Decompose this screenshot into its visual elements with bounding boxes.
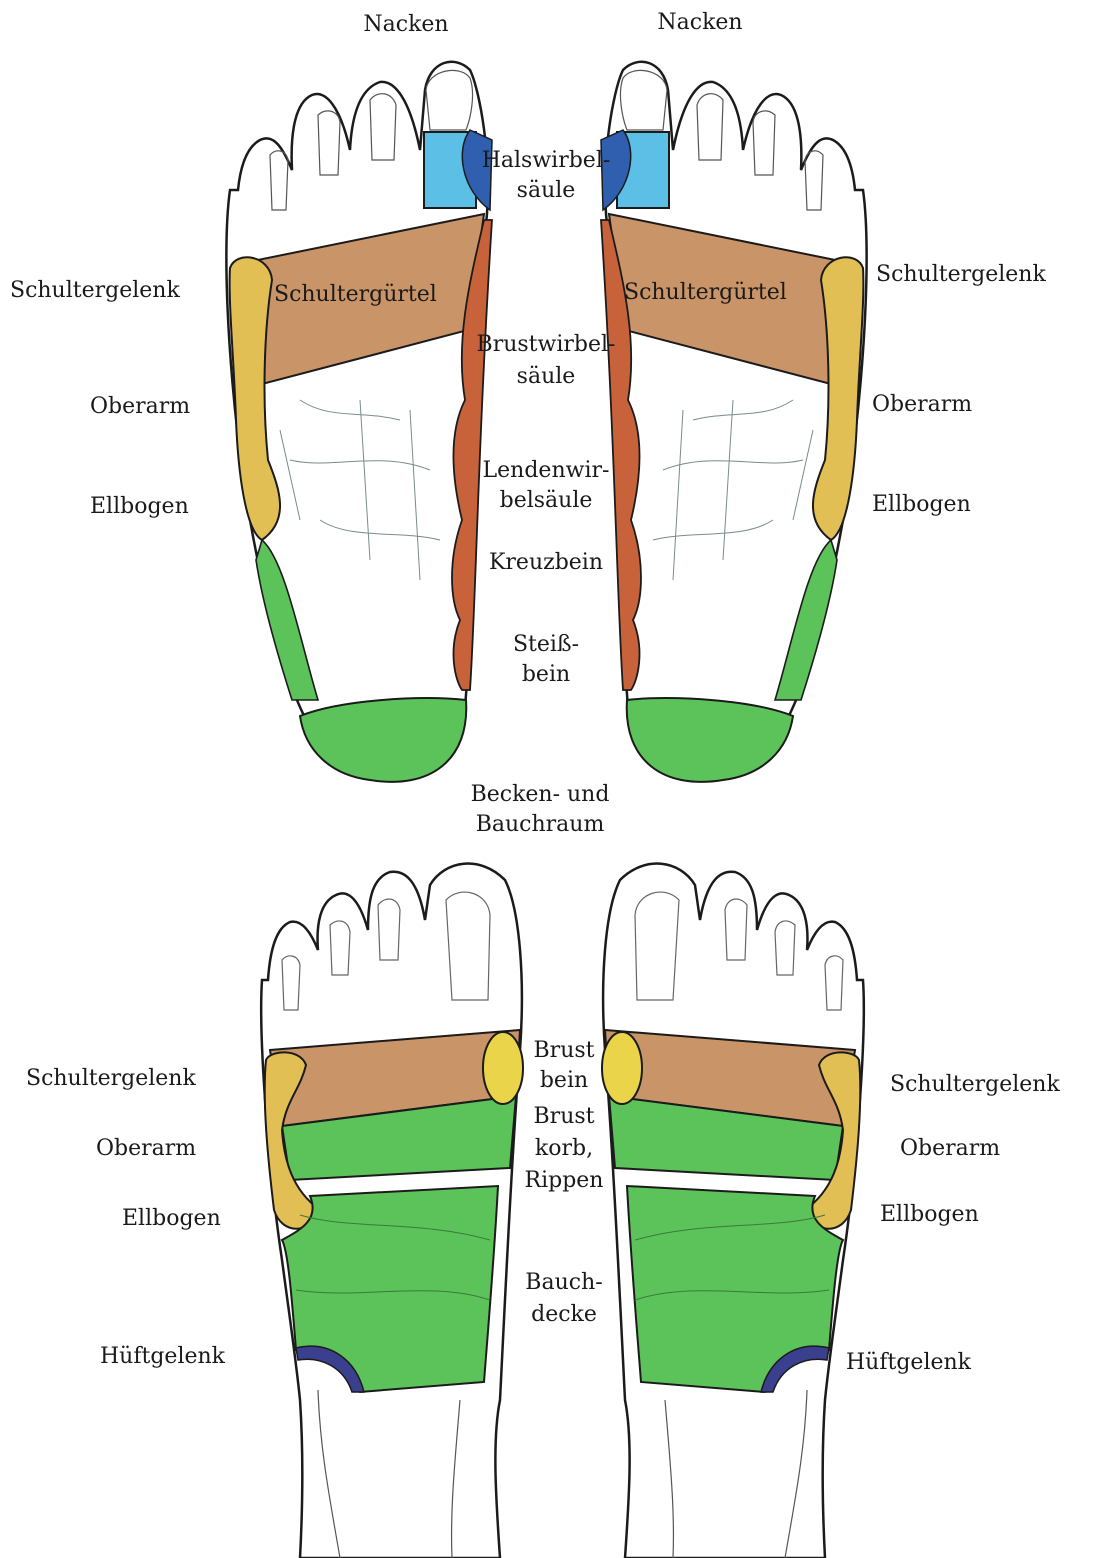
thoracic-spine-label-1: Brustwirbel- xyxy=(477,330,616,360)
abdominal-wall-label-2: decke xyxy=(531,1300,597,1330)
top-left-elbow-label: Ellbogen xyxy=(90,492,189,522)
bottom-right-elbow-label: Ellbogen xyxy=(880,1200,979,1230)
chest-label-3: Rippen xyxy=(525,1166,604,1196)
coccyx-label-1: Steiß- xyxy=(513,630,579,660)
bottom-left-foot xyxy=(261,864,523,1558)
top-right-foot xyxy=(601,62,867,782)
top-left-neck-label: Nacken xyxy=(363,10,448,40)
bottom-left-upper-arm-label: Oberarm xyxy=(96,1134,196,1164)
lumbar-spine-label-2: belsäule xyxy=(500,486,593,516)
bottom-left-elbow-label: Ellbogen xyxy=(122,1204,221,1234)
bottom-right-upper-arm-label: Oberarm xyxy=(900,1134,1000,1164)
top-right-upper-arm-label: Oberarm xyxy=(872,390,972,420)
chest-label-1: Brust xyxy=(534,1102,595,1132)
sternum-label-2: bein xyxy=(540,1066,588,1096)
top-left-shoulder-girdle-label: Schultergürtel xyxy=(274,280,437,310)
cervical-spine-label-1: Halswirbel- xyxy=(482,146,611,176)
abdominal-wall-label-1: Bauch- xyxy=(525,1268,602,1298)
sternum-label-1: Brust xyxy=(534,1036,595,1066)
coccyx-label-2: bein xyxy=(522,660,570,690)
bottom-right-foot xyxy=(602,864,864,1558)
lumbar-spine-label-1: Lendenwir- xyxy=(483,456,610,486)
top-left-upper-arm-label: Oberarm xyxy=(90,392,190,422)
top-right-shoulder-girdle-label: Schultergürtel xyxy=(624,278,787,308)
bottom-right-shoulder-joint-label: Schultergelenk xyxy=(890,1070,1060,1100)
top-left-foot xyxy=(226,62,492,782)
bottom-left-hip-label: Hüftgelenk xyxy=(100,1342,225,1372)
cervical-spine-label-2: säule xyxy=(517,176,576,206)
sacrum-label: Kreuzbein xyxy=(489,548,603,578)
chest-label-2: korb, xyxy=(535,1134,593,1164)
pelvis-abdomen-label-2: Bauchraum xyxy=(476,810,605,840)
top-right-shoulder-joint-label: Schultergelenk xyxy=(876,260,1046,290)
top-left-shoulder-joint-label: Schultergelenk xyxy=(10,276,180,306)
top-right-elbow-label: Ellbogen xyxy=(872,490,971,520)
pelvis-abdomen-label-1: Becken- und xyxy=(471,780,610,810)
top-right-neck-label: Nacken xyxy=(657,8,742,38)
bottom-left-shoulder-joint-label: Schultergelenk xyxy=(26,1064,196,1094)
bottom-right-hip-label: Hüftgelenk xyxy=(846,1348,971,1378)
thoracic-spine-label-2: säule xyxy=(517,362,576,392)
